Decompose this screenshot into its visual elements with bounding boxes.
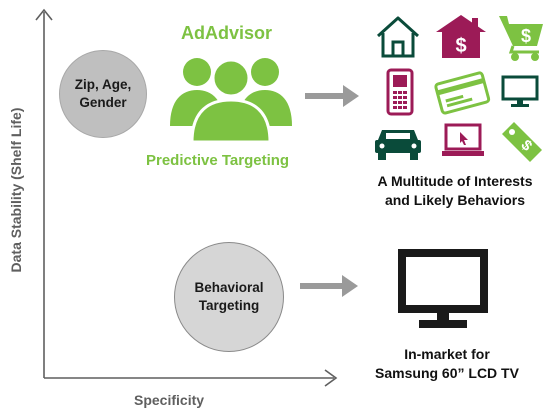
monitor-icon xyxy=(501,75,539,107)
behavioral-line1: Behavioral xyxy=(194,280,264,295)
mobile-phone-icon xyxy=(386,68,414,116)
television-icon xyxy=(398,249,488,328)
interests-caption-line1: A Multitude of Interests xyxy=(377,173,533,189)
price-tag-icon: $ xyxy=(502,122,542,162)
car-icon xyxy=(375,130,421,160)
behavioral-circle: Behavioral Targeting xyxy=(174,242,284,352)
inmarket-caption-line1: In-market for xyxy=(404,346,490,362)
demographic-circle: Zip, Age, Gender xyxy=(59,50,147,138)
laptop-icon xyxy=(442,123,484,156)
inmarket-caption-line2: Samsung 60” LCD TV xyxy=(375,365,519,381)
x-axis-label: Specificity xyxy=(134,392,205,408)
house-icon xyxy=(376,16,420,58)
arrow-right-icon xyxy=(305,85,359,107)
interests-caption: A Multitude of Interests and Likely Beha… xyxy=(354,172,556,210)
mansion-icon: $ xyxy=(436,15,486,58)
adadvisor-title: AdAdvisor xyxy=(181,23,273,43)
predictive-targeting-label: Predictive Targeting xyxy=(146,152,290,169)
demographic-line2: Gender xyxy=(79,95,127,110)
interests-caption-line2: and Likely Behaviors xyxy=(384,192,526,208)
inmarket-caption: In-market for Samsung 60” LCD TV xyxy=(347,345,547,383)
svg-text:$: $ xyxy=(455,35,466,57)
demographic-line1: Zip, Age, xyxy=(74,77,132,92)
behavioral-line2: Targeting xyxy=(198,298,260,313)
credit-card-icon xyxy=(434,71,491,115)
arrow-right-icon xyxy=(300,275,358,297)
svg-text:$: $ xyxy=(521,26,531,46)
shopping-cart-icon: $ xyxy=(499,16,543,61)
people-group-icon xyxy=(170,58,292,144)
y-axis-label: Data Stability (Shelf Life) xyxy=(8,107,24,273)
